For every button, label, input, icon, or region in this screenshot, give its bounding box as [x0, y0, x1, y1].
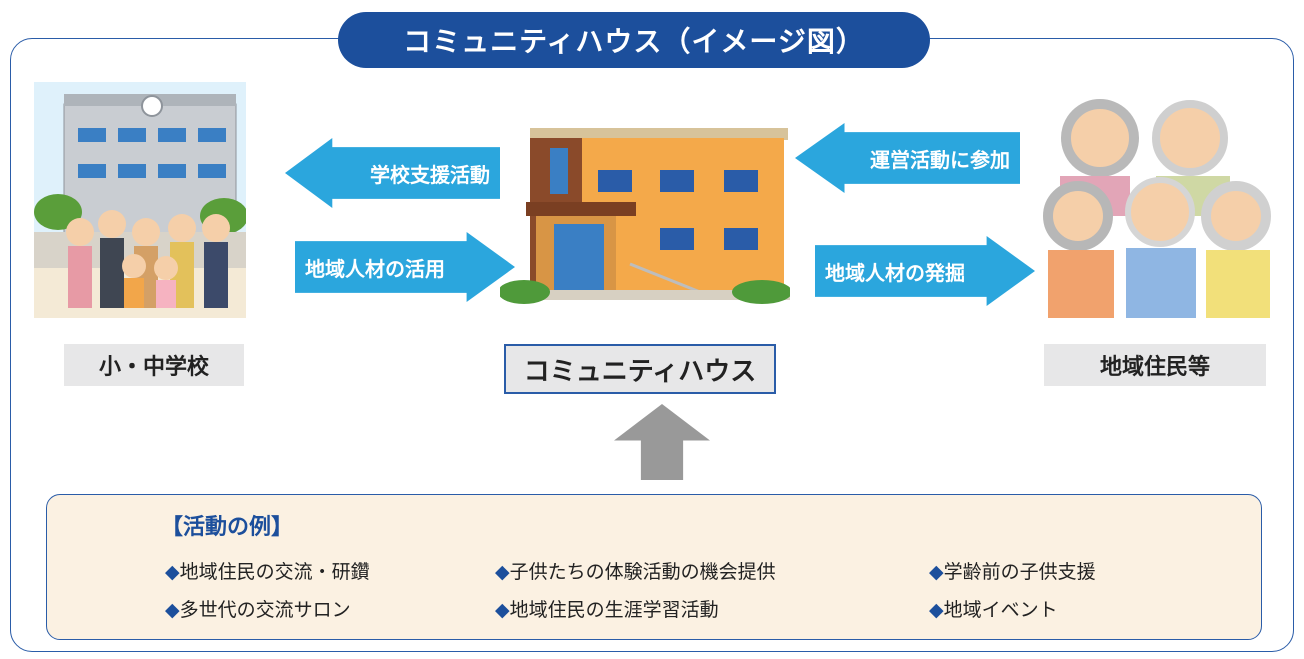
page-title: コミュニティハウス（イメージ図） — [338, 12, 930, 68]
example-item: ◆地域住民の交流・研鑽 — [165, 561, 370, 583]
arrow-participate: 運営活動に参加 — [795, 123, 1020, 193]
example-item: ◆地域住民の生涯学習活動 — [495, 599, 719, 621]
example-item: ◆子供たちの体験活動の機会提供 — [495, 561, 776, 583]
residents-label: 地域住民等 — [1044, 344, 1266, 386]
example-item: ◆地域イベント — [929, 599, 1058, 621]
arrow-school-support-label: 学校支援活動 — [370, 162, 490, 187]
school-label: 小・中学校 — [64, 344, 244, 386]
diamond-bullet: ◆ — [929, 561, 944, 583]
community-house-illustration — [500, 128, 790, 304]
example-item: ◆学齢前の子供支援 — [929, 561, 1096, 583]
diamond-bullet: ◆ — [495, 599, 510, 621]
school-illustration — [34, 82, 246, 318]
diamond-bullet: ◆ — [165, 561, 180, 583]
diamond-bullet: ◆ — [165, 599, 180, 621]
community-house-label: コミュニティハウス — [504, 344, 776, 394]
arrow-talent-discovery-label: 地域人材の発掘 — [825, 260, 965, 285]
residents-illustration — [1043, 99, 1271, 318]
diamond-bullet: ◆ — [495, 561, 510, 583]
examples-heading: 【活動の例】 — [161, 515, 294, 540]
arrow-school-support: 学校支援活動 — [285, 138, 500, 208]
arrow-participate-label: 運営活動に参加 — [870, 147, 1010, 172]
arrow-talent-discovery: 地域人材の発掘 — [815, 236, 1035, 306]
arrow-talent-use: 地域人材の活用 — [295, 232, 515, 302]
diamond-bullet: ◆ — [929, 599, 944, 621]
examples-box: 【活動の例】 ◆地域住民の交流・研鑽 ◆子供たちの体験活動の機会提供 ◆学齢前の… — [46, 494, 1262, 640]
example-item: ◆多世代の交流サロン — [165, 599, 351, 621]
arrow-talent-use-label: 地域人材の活用 — [305, 256, 445, 281]
